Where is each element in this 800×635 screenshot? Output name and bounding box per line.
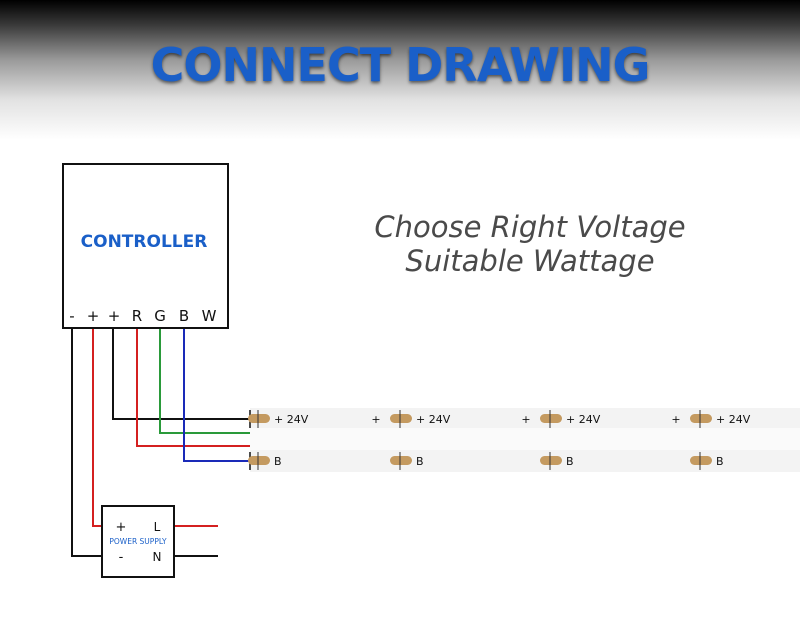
tagline-line-2: Suitable Wattage — [405, 244, 655, 278]
wire-green — [159, 329, 250, 434]
header-gradient — [0, 0, 800, 150]
terminal-label-1: + — [87, 307, 100, 325]
terminal-label-5: B — [179, 307, 189, 325]
solder-pad-positive — [540, 414, 562, 423]
ps-minus-label: - — [119, 550, 124, 565]
ps-neutral-label: N — [153, 550, 162, 564]
segment-blue-label: B — [416, 455, 424, 468]
segment-plus-sign: + — [371, 413, 380, 426]
solder-pad-positive — [390, 414, 412, 423]
strip-center — [250, 428, 800, 450]
terminal-label-2: + — [108, 307, 121, 325]
ps-plus-label: + — [116, 520, 127, 535]
controller-box — [62, 163, 229, 329]
ps-live-label: L — [154, 520, 161, 534]
terminal-label-4: G — [154, 307, 166, 325]
wire-red — [136, 329, 250, 447]
segment-positive-label: + 24V — [416, 413, 451, 426]
terminal-label-0: - — [69, 307, 74, 325]
power-supply-box — [101, 505, 175, 578]
page-title: CONNECT DRAWING — [150, 38, 651, 92]
segment-blue-label: B — [274, 455, 282, 468]
strip-segment-1: + 24V B — [248, 410, 309, 470]
tagline-line-1: Choose Right Voltage — [374, 210, 686, 244]
segment-blue-label: B — [716, 455, 724, 468]
solder-pad-blue — [540, 456, 562, 465]
segment-positive-label: + 24V — [716, 413, 751, 426]
controller-label: CONTROLLER — [81, 232, 208, 252]
strip-segment-3: + + 24V B — [521, 410, 601, 470]
strip-segment-4: + + 24V B — [671, 410, 751, 470]
solder-pad-positive — [248, 414, 270, 423]
segment-positive-label: + 24V — [566, 413, 601, 426]
wire-blue — [183, 329, 250, 462]
wire-negative — [71, 329, 110, 557]
terminal-label-6: W — [202, 307, 217, 325]
segment-plus-sign: + — [671, 413, 680, 426]
tagline: Choose Right Voltage Suitable Wattage — [330, 210, 730, 278]
wire-positive — [112, 329, 250, 420]
solder-pad-blue — [390, 456, 412, 465]
terminal-label-3: R — [132, 307, 142, 325]
solder-pad-positive — [690, 414, 712, 423]
strip-segment-2: + + 24V B — [371, 410, 451, 470]
segment-blue-label: B — [566, 455, 574, 468]
ps-label: POWER SUPPLY — [109, 537, 167, 546]
segment-positive-label: + 24V — [274, 413, 309, 426]
wire-power-positive — [92, 329, 110, 527]
segment-plus-sign: + — [521, 413, 530, 426]
power-supply: + - L N POWER SUPPLY — [101, 505, 175, 578]
solder-pad-blue — [248, 456, 270, 465]
strip-segments: + 24V B + + 24V B + + 24V B + + 24V B — [248, 410, 751, 470]
solder-pad-blue — [690, 456, 712, 465]
